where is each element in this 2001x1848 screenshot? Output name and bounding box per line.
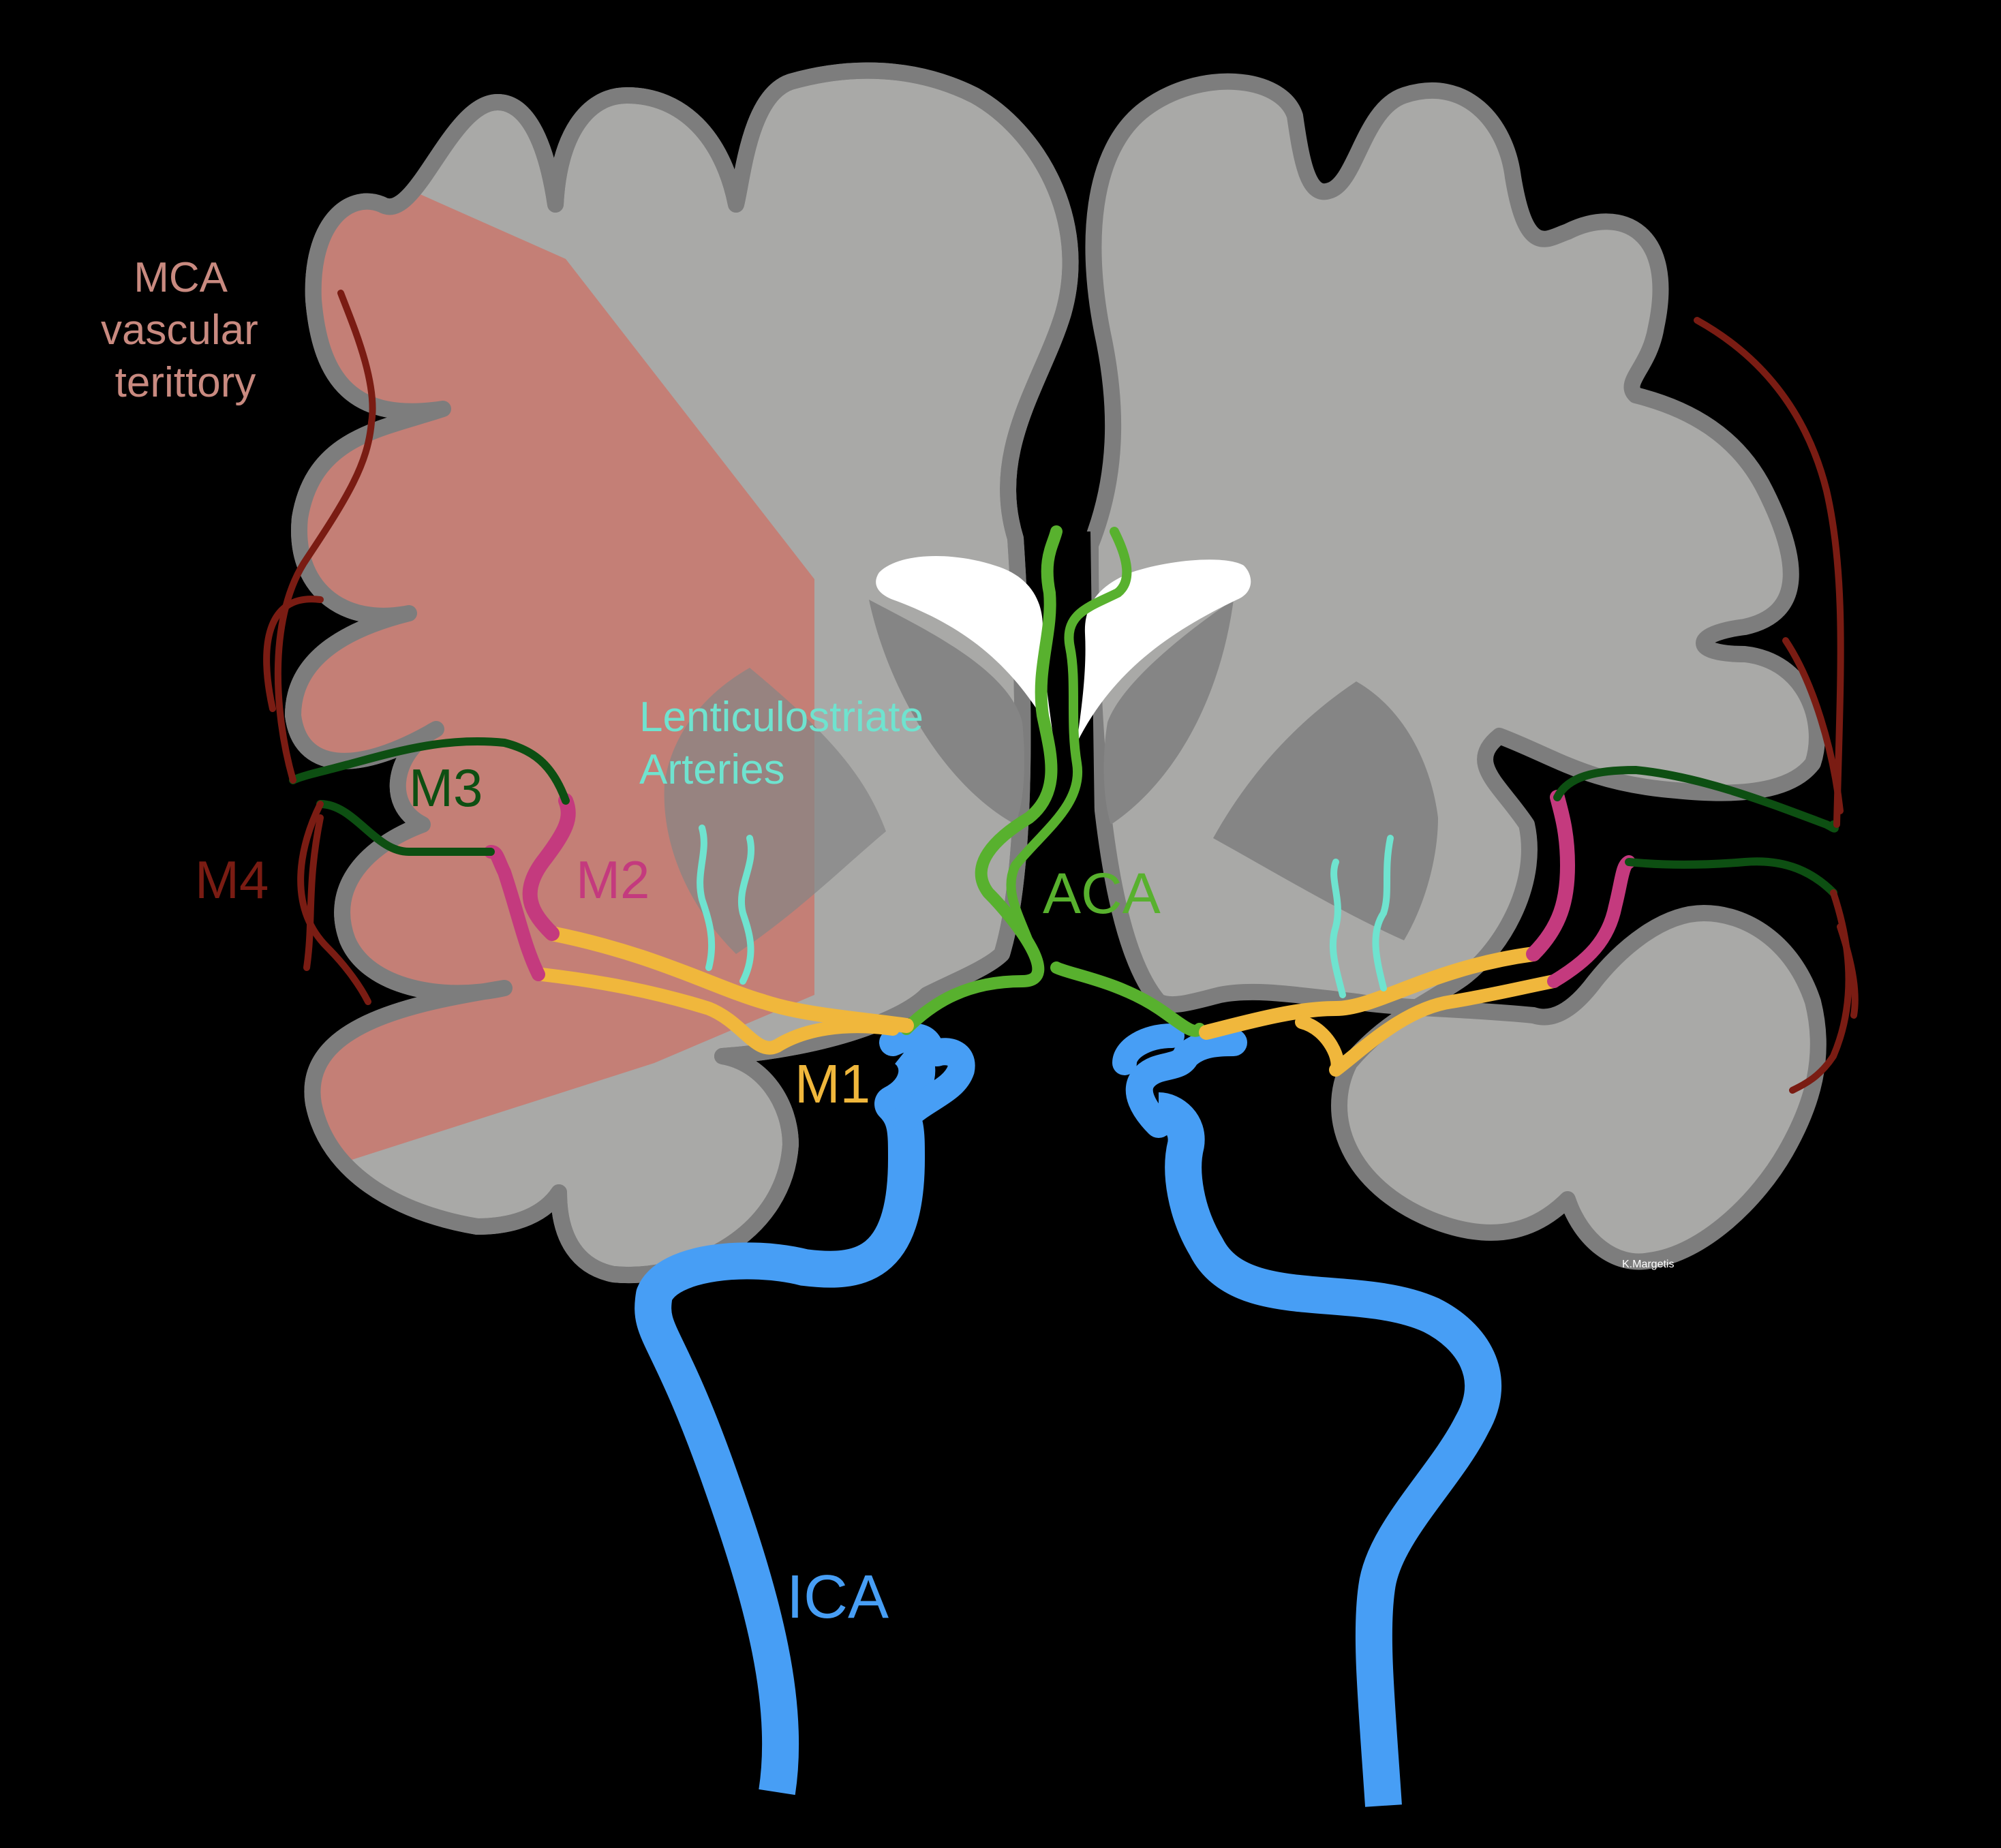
left-hemisphere xyxy=(259,71,1071,1275)
right-caudate-nucleus xyxy=(1103,600,1234,825)
right-m1 xyxy=(1199,946,1561,1077)
m2-vessels xyxy=(484,790,1636,988)
left-m1 xyxy=(535,926,914,1055)
m4-label: M4 xyxy=(195,850,269,910)
right-hemisphere xyxy=(1082,73,1827,1270)
mca-territory-shading xyxy=(293,123,814,1172)
mca-territory-label: MCA vascular terittory xyxy=(101,254,270,406)
m1-label: M1 xyxy=(795,1053,870,1114)
right-ica xyxy=(1157,1092,1502,1807)
left-caudate-nucleus xyxy=(869,600,1024,825)
aca-label: ACA xyxy=(1043,861,1161,925)
lenticulostriate-vessels xyxy=(697,825,1394,998)
m2-label: M2 xyxy=(576,850,650,910)
m3-label: M3 xyxy=(409,758,483,818)
ica-label: ICA xyxy=(786,1563,889,1631)
credit-label: K.Margetis xyxy=(1622,1259,1674,1270)
aca-vessels xyxy=(900,525,1206,1037)
left-lentiform-nucleus xyxy=(664,668,886,954)
right-lateral-ventricle xyxy=(1077,559,1251,743)
m4-vessels xyxy=(263,290,1859,1094)
m3-vessels xyxy=(289,737,1839,897)
right-lentiform-nucleus xyxy=(1213,681,1438,940)
lenticulostriate-label: Lenticulostriate Arteries xyxy=(639,694,935,793)
left-lateral-ventricle xyxy=(876,556,1053,736)
